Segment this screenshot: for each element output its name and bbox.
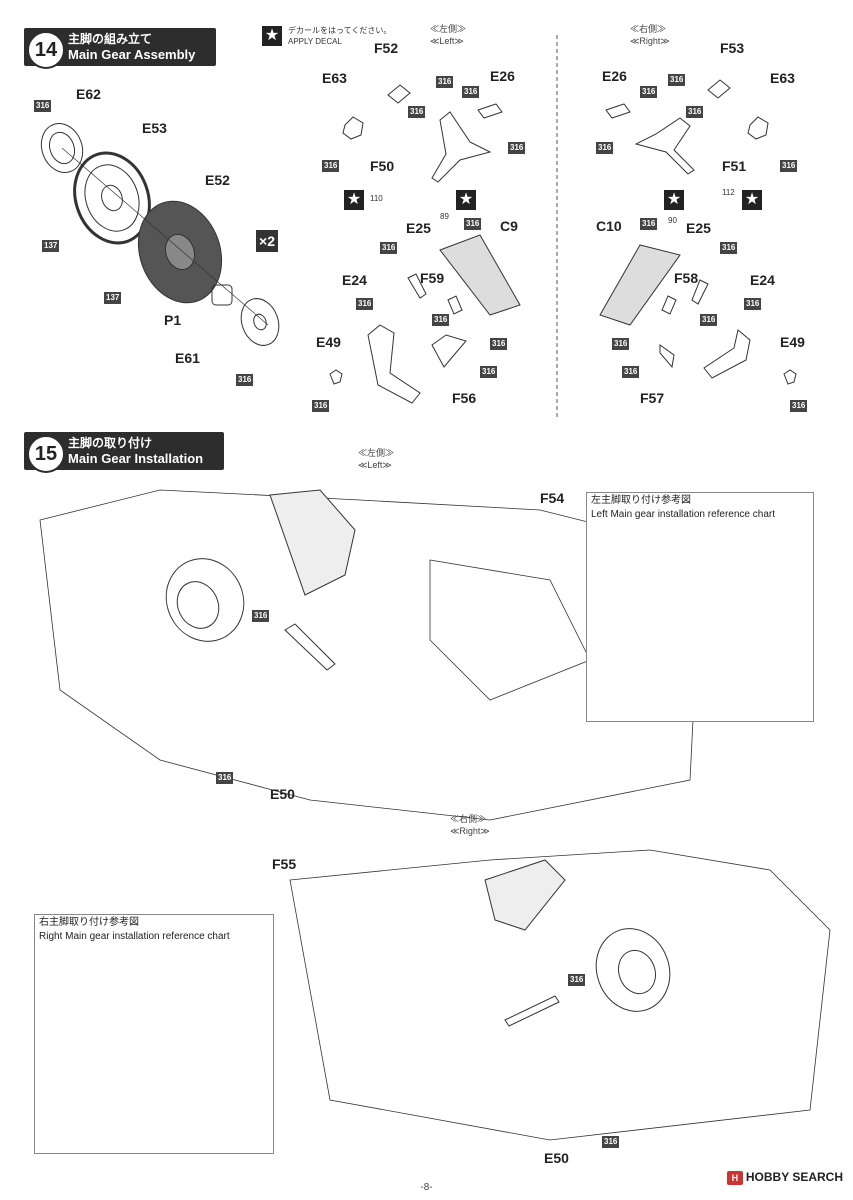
side-right-jp-15: ≪右側≫ bbox=[450, 814, 487, 824]
star-decal-icon: ★ bbox=[742, 190, 762, 210]
paint-code-tag: 137 bbox=[42, 240, 60, 252]
decal-note-jp: デカールをはってください。 bbox=[288, 26, 392, 35]
paint-code-tag: 316 bbox=[356, 298, 374, 310]
part-label-f56: F56 bbox=[452, 390, 477, 406]
part-label-e53: E53 bbox=[142, 120, 167, 136]
decal-number: 90 bbox=[668, 216, 677, 225]
part-label-c9: C9 bbox=[500, 218, 518, 234]
part-label-e49-right: E49 bbox=[780, 334, 805, 350]
part-label-e63-right: E63 bbox=[770, 70, 795, 86]
step-15-header: 15 主脚の取り付け Main Gear Installation bbox=[24, 432, 224, 473]
paint-code-tag: 316 bbox=[686, 106, 704, 118]
step-14-header: 14 主脚の組み立て Main Gear Assembly bbox=[24, 28, 216, 69]
paint-code-tag: 316 bbox=[480, 366, 498, 378]
part-label-c10: C10 bbox=[596, 218, 622, 234]
paint-code-tag: 316 bbox=[490, 338, 508, 350]
step-14-number: 14 bbox=[27, 31, 65, 69]
part-label-e26-right: E26 bbox=[602, 68, 627, 84]
part-label-f52: F52 bbox=[374, 40, 399, 56]
star-decal-icon: ★ bbox=[262, 26, 282, 46]
ref-chart-right-title-en: Right Main gear installation reference c… bbox=[39, 931, 230, 942]
paint-code-tag: 316 bbox=[668, 74, 686, 86]
page-number: -8- bbox=[420, 1182, 433, 1193]
side-right-jp: ≪右側≫ bbox=[630, 24, 667, 34]
star-decal-icon: ★ bbox=[344, 190, 364, 210]
ref-chart-right-title-jp: 右主脚取り付け参考図 bbox=[39, 917, 139, 928]
paint-code-tag: 316 bbox=[780, 160, 798, 172]
part-label-e25-right: E25 bbox=[686, 220, 711, 236]
side-left-en: ≪Left≫ bbox=[430, 36, 464, 46]
paint-code-tag: 316 bbox=[436, 76, 454, 88]
paint-code-tag: 316 bbox=[432, 314, 450, 326]
paint-code-tag: 316 bbox=[700, 314, 718, 326]
step-14-title-en: Main Gear Assembly bbox=[68, 47, 196, 62]
paint-code-tag: 316 bbox=[252, 610, 270, 622]
paint-code-tag: 316 bbox=[640, 218, 658, 230]
paint-code-tag: 316 bbox=[508, 142, 526, 154]
part-label-f50: F50 bbox=[370, 158, 395, 174]
part-label-f54: F54 bbox=[540, 490, 565, 506]
ref-chart-left-title-jp: 左主脚取り付け参考図 bbox=[591, 495, 691, 506]
part-label-e24-left: E24 bbox=[342, 272, 367, 288]
hobby-search-logo-icon: H bbox=[726, 1170, 743, 1185]
part-label-e50-left: E50 bbox=[270, 786, 295, 802]
side-left-en-15: ≪Left≫ bbox=[358, 460, 392, 470]
part-label-p1: P1 bbox=[164, 312, 182, 328]
part-label-e50-right: E50 bbox=[544, 1150, 569, 1166]
paint-code-tag: 316 bbox=[408, 106, 426, 118]
part-label-f57: F57 bbox=[640, 390, 665, 406]
side-right-en-15: ≪Right≫ bbox=[450, 826, 490, 836]
decal-number: 89 bbox=[440, 212, 449, 221]
step-15-title-jp: 主脚の取り付け bbox=[68, 436, 153, 450]
decal-number: 112 bbox=[722, 188, 735, 197]
paint-code-tag: 316 bbox=[216, 772, 234, 784]
paint-code-tag: 316 bbox=[236, 374, 254, 386]
part-label-e62: E62 bbox=[76, 86, 101, 102]
paint-code-tag: 316 bbox=[640, 86, 658, 98]
part-label-e24-right: E24 bbox=[750, 272, 775, 288]
part-label-e52: E52 bbox=[205, 172, 230, 188]
step-14-title-jp: 主脚の組み立て bbox=[68, 32, 153, 46]
ref-chart-right: 右主脚取り付け参考図 Right Main gear installation … bbox=[34, 914, 274, 1154]
step-15-number: 15 bbox=[27, 435, 65, 473]
paint-code-tag: 316 bbox=[322, 160, 340, 172]
paint-code-tag: 137 bbox=[104, 292, 122, 304]
part-label-e61: E61 bbox=[175, 350, 200, 366]
ref-chart-left: 左主脚取り付け参考図 Left Main gear installation r… bbox=[586, 492, 814, 722]
decal-note-en: APPLY DECAL bbox=[288, 37, 342, 46]
star-decal-icon: ★ bbox=[664, 190, 684, 210]
side-right-en: ≪Right≫ bbox=[630, 36, 670, 46]
star-decal-icon: ★ bbox=[456, 190, 476, 210]
watermark-text: HOBBY SEARCH bbox=[745, 1170, 843, 1184]
paint-code-tag: 316 bbox=[462, 86, 480, 98]
paint-code-tag: 316 bbox=[464, 218, 482, 230]
part-label-f55: F55 bbox=[272, 856, 297, 872]
multiplier-badge: ×2 bbox=[256, 230, 278, 252]
part-label-e63-left: E63 bbox=[322, 70, 347, 86]
paint-code-tag: 316 bbox=[596, 142, 614, 154]
paint-code-tag: 316 bbox=[790, 400, 808, 412]
part-label-f59: F59 bbox=[420, 270, 445, 286]
decal-number: 110 bbox=[370, 194, 383, 203]
side-left-jp-15: ≪左側≫ bbox=[358, 448, 395, 458]
part-label-e49-left: E49 bbox=[316, 334, 341, 350]
paint-code-tag: 316 bbox=[380, 242, 398, 254]
paint-code-tag: 316 bbox=[568, 974, 586, 986]
side-left-jp: ≪左側≫ bbox=[430, 24, 467, 34]
ref-chart-left-title-en: Left Main gear installation reference ch… bbox=[591, 509, 775, 520]
part-label-f51: F51 bbox=[722, 158, 747, 174]
part-label-e25-left: E25 bbox=[406, 220, 431, 236]
paint-code-tag: 316 bbox=[612, 338, 630, 350]
part-label-f58: F58 bbox=[674, 270, 699, 286]
paint-code-tag: 316 bbox=[720, 242, 738, 254]
paint-code-tag: 316 bbox=[622, 366, 640, 378]
part-label-e26-left: E26 bbox=[490, 68, 515, 84]
part-label-f53: F53 bbox=[720, 40, 745, 56]
paint-code-tag: 316 bbox=[744, 298, 762, 310]
paint-code-tag: 316 bbox=[602, 1136, 620, 1148]
paint-code-tag: 316 bbox=[34, 100, 52, 112]
paint-code-tag: 316 bbox=[312, 400, 330, 412]
step-15-title-en: Main Gear Installation bbox=[68, 451, 204, 466]
